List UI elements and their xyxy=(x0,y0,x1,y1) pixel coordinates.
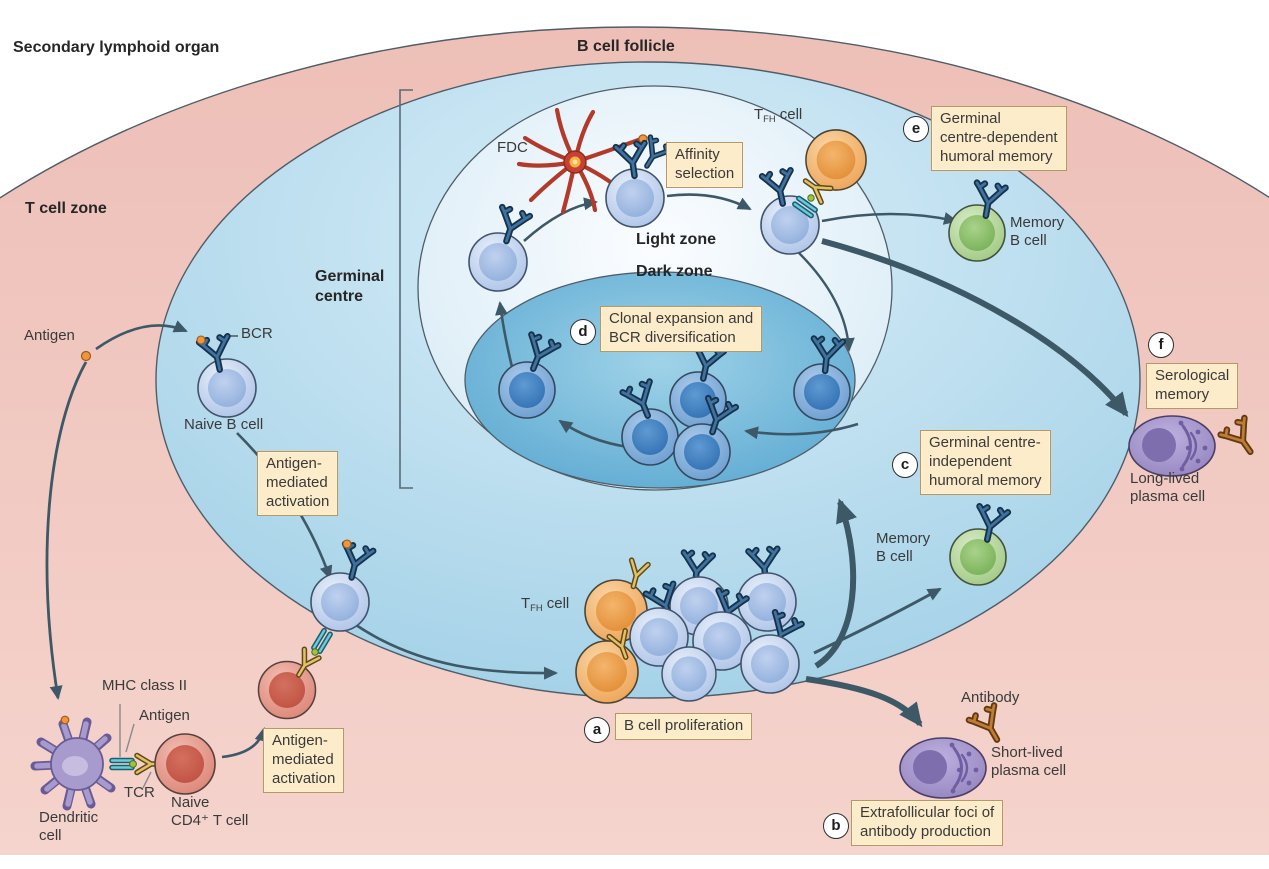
darkzone-b-cell-right xyxy=(793,363,851,421)
antigen-dot-on-bcr xyxy=(342,539,352,549)
arrow-proliferation-to-germinal-centre xyxy=(814,498,857,669)
arrow-antigen-to-dendritic xyxy=(45,361,88,700)
arrow-darkzone-right-to-cluster xyxy=(744,422,859,440)
arrow-selectedb-to-memory-e xyxy=(821,212,958,225)
memory-b-cell-e-label: Memory B cell xyxy=(1010,214,1065,250)
antigen-label: Antigen xyxy=(24,327,75,344)
dendritic-cell-label: Dendritic cell xyxy=(39,809,99,845)
antibody-label: Antibody xyxy=(961,689,1020,706)
free-antigen-dot xyxy=(80,350,92,362)
antigen-dot-on-bcr xyxy=(196,335,206,345)
region-title-secondary-lymphoid-organ: Secondary lymphoid organ xyxy=(13,39,220,56)
arrow-layer xyxy=(45,193,1129,759)
memory-b-cell-c-label: Memory B cell xyxy=(876,530,931,566)
darkzone-b-cell-left xyxy=(498,361,556,419)
darkzone-b-cell-mid-right xyxy=(673,423,731,481)
callout-badge-d: d xyxy=(570,319,596,345)
fdc-label: FDC xyxy=(497,139,528,156)
proliferating-b-cell xyxy=(740,634,800,694)
bottom-margin xyxy=(0,855,1269,869)
memory-b-cell-e xyxy=(948,204,1006,262)
naive-b-cell-label: Naive B cell xyxy=(184,416,264,433)
arrow-activatedb-to-proliferation xyxy=(355,623,558,680)
arrow-selectedb-recycle-to-darkzone xyxy=(798,252,855,352)
long-lived-plasma-label: Long-lived plasma cell xyxy=(1130,470,1206,506)
germinal-centre-bracket xyxy=(399,89,413,489)
antigen-dot-on-dendritic xyxy=(60,715,70,725)
proliferating-b-cell xyxy=(661,646,717,702)
region-title-germinal-centre: Germinal centre xyxy=(315,268,385,305)
mhc-class-ii-label: MHC class II xyxy=(102,677,188,694)
arrow-lightzone-a-to-b xyxy=(523,197,598,242)
memory-b-cell-c xyxy=(949,528,1007,586)
activated-cd4-t-cell xyxy=(257,660,317,720)
callout-badge-c: c xyxy=(892,452,918,478)
antigen-dc-label: Antigen xyxy=(139,707,190,724)
short-lived-plasma-label: Short-lived plasma cell xyxy=(991,744,1067,780)
dendritic-cell xyxy=(30,717,116,811)
tfh-cell-bottom-label: TFH cell xyxy=(521,595,570,613)
callout-badge-f: f xyxy=(1148,332,1174,358)
fdc-cell xyxy=(516,107,644,215)
arrow-darkzone-to-lightzone xyxy=(495,301,515,372)
arrow-proliferation-to-shortlived xyxy=(805,676,923,728)
region-title-light-zone: Light zone xyxy=(636,231,716,248)
lightzone-b-cell-1 xyxy=(468,232,528,292)
antigen-mediated-activation-box-t: Antigen- mediated activation xyxy=(263,728,345,793)
tfh-cell-top xyxy=(805,129,867,191)
callout-badge-a: a xyxy=(584,717,610,743)
region-title-dark-zone: Dark zone xyxy=(636,263,713,280)
antigen-peptide-dot xyxy=(129,760,137,768)
label-pointer-lines xyxy=(119,335,238,789)
arrow-lightzone-b-to-c xyxy=(666,193,752,211)
arrow-proliferation-to-memory-c xyxy=(813,587,942,655)
short-lived-plasma-cell xyxy=(898,736,988,800)
antigen-peptide-dot xyxy=(807,194,815,202)
region-title-t-cell-zone: T cell zone xyxy=(25,200,107,217)
extrafollicular-foci-box: Extrafollicular foci of antibody product… xyxy=(851,800,1004,846)
naive-cd4-t-cell-label: Naive CD4⁺ T cell xyxy=(171,794,249,830)
callout-badge-b: b xyxy=(823,813,849,839)
naive-cd4-t-cell xyxy=(154,733,216,795)
b-cell-proliferation-box: B cell proliferation xyxy=(615,713,753,740)
callout-badge-e: e xyxy=(903,116,929,142)
antigen-peptide-dot xyxy=(311,648,319,656)
arrow-darkzone-cluster-to-left xyxy=(558,419,629,449)
naive-b-cell xyxy=(197,358,257,418)
tcr-label: TCR xyxy=(124,784,155,801)
region-title-b-cell-follicle: B cell follicle xyxy=(577,38,675,55)
antigen-mediated-activation-box-b: Antigen- mediated activation xyxy=(257,451,339,516)
activated-b-cell xyxy=(310,572,370,632)
gc-independent-memory-box: Germinal centre- independent humoral mem… xyxy=(920,430,1051,495)
tfh-cell-bottom-2 xyxy=(575,640,639,704)
gc-dependent-memory-box: Germinal centre-dependent humoral memory xyxy=(931,106,1067,171)
clonal-expansion-box: Clonal expansion and BCR diversification xyxy=(600,306,763,352)
long-lived-plasma-cell xyxy=(1127,414,1217,478)
affinity-selection-box: Affinity selection xyxy=(666,142,744,188)
arrow-antigen-to-bcr xyxy=(95,320,188,351)
tfh-cell-top-label: TFH cell xyxy=(754,106,803,124)
arrow-naivet-to-activatedt xyxy=(221,727,268,759)
bcr-label: BCR xyxy=(241,325,273,342)
arrow-selectedb-to-longlived xyxy=(821,238,1129,418)
serological-memory-box: Serological memory xyxy=(1146,363,1239,409)
